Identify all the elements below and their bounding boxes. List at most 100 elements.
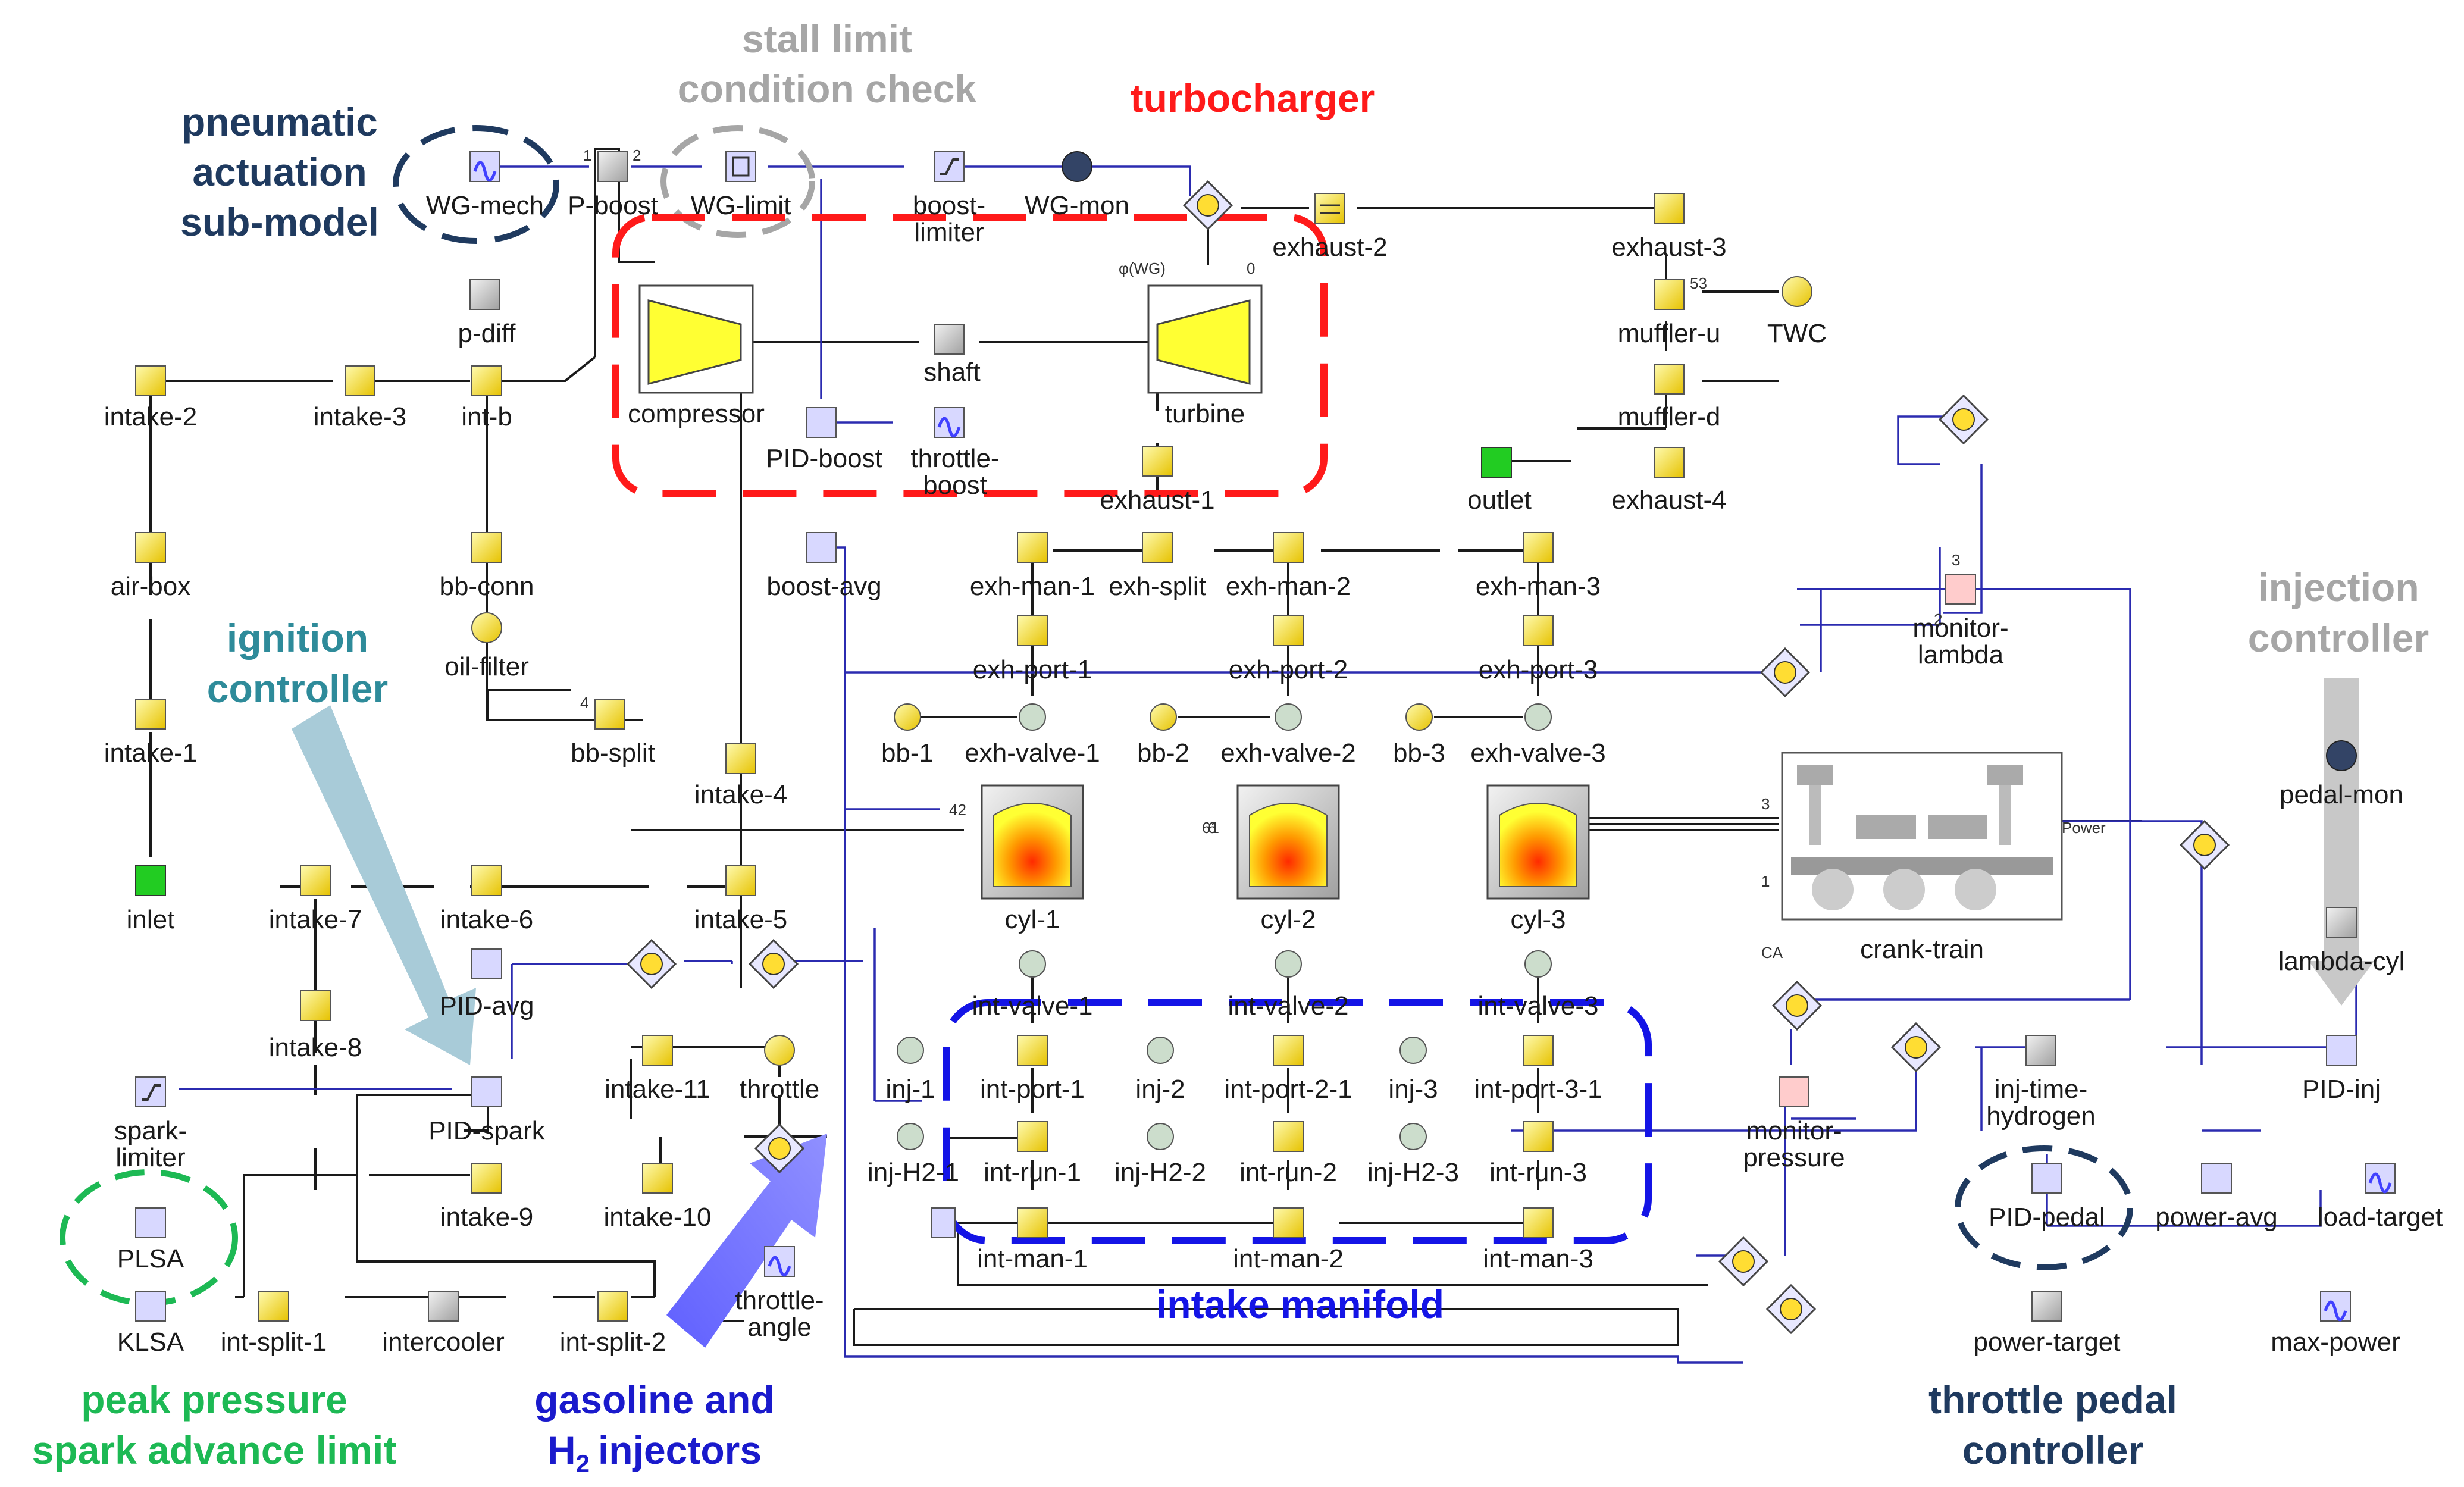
intake-6-block[interactable]	[471, 865, 502, 896]
cyl-2-block[interactable]	[1236, 784, 1340, 900]
ca-sensor-block[interactable]	[1771, 980, 1823, 1031]
load-target-block[interactable]	[2365, 1163, 2396, 1194]
intake-4-block[interactable]	[725, 743, 756, 774]
exhaust-2-block[interactable]	[1314, 193, 1345, 224]
wg-valve-block[interactable]	[1182, 180, 1233, 231]
spark-limiter-block[interactable]	[135, 1076, 166, 1107]
lambda-sensor-block[interactable]	[1759, 647, 1811, 698]
wg-mech-block[interactable]	[469, 151, 500, 182]
ignition-sensor-b[interactable]	[748, 938, 799, 990]
pid-avg-block[interactable]	[471, 948, 502, 979]
inj-h2-3-block[interactable]	[1399, 1123, 1427, 1150]
exh-valve-1-block[interactable]	[1019, 703, 1046, 731]
power-avg-block[interactable]	[2201, 1163, 2232, 1194]
pid-pedal-block[interactable]	[2031, 1163, 2062, 1194]
manifold-end-block[interactable]	[931, 1207, 956, 1238]
intercooler-block[interactable]	[428, 1291, 459, 1322]
exh-split-block[interactable]	[1142, 532, 1173, 563]
throttle-sensor-block[interactable]	[754, 1123, 805, 1174]
inj-time-hydrogen-block[interactable]	[2025, 1035, 2056, 1066]
intake-7-block[interactable]	[300, 865, 331, 896]
pid-boost-block[interactable]	[806, 407, 837, 438]
intake-9-block[interactable]	[471, 1163, 502, 1194]
exh-valve-2-block[interactable]	[1275, 703, 1302, 731]
exh-port-1-block[interactable]	[1017, 615, 1048, 646]
intake-5-block[interactable]	[725, 865, 756, 896]
oil-filter-block[interactable]	[471, 612, 502, 643]
wg-mon-block[interactable]	[1062, 151, 1092, 182]
exh-man-2-block[interactable]	[1273, 532, 1304, 563]
bb-1-block[interactable]	[894, 703, 921, 731]
int-split-1-block[interactable]	[258, 1291, 289, 1322]
bb-3-block[interactable]	[1405, 703, 1433, 731]
pressure-sensor-b[interactable]	[1765, 1283, 1817, 1335]
ignition-sensor-a[interactable]	[626, 938, 677, 990]
int-port-2-1-block[interactable]	[1273, 1035, 1304, 1066]
intake-8-block[interactable]	[300, 990, 331, 1021]
int-run-3-block[interactable]	[1523, 1121, 1554, 1152]
pedal-mon-block[interactable]	[2326, 740, 2357, 771]
injection-sensor-block[interactable]	[1890, 1022, 1942, 1073]
inj-h2-1-block[interactable]	[897, 1123, 924, 1150]
int-port-1-block[interactable]	[1017, 1035, 1048, 1066]
cyl-3-block[interactable]	[1486, 784, 1590, 900]
throttle-angle-block[interactable]	[764, 1246, 795, 1277]
throttle-block[interactable]	[764, 1035, 795, 1066]
outlet-block[interactable]	[1481, 447, 1512, 478]
int-man-2-block[interactable]	[1273, 1207, 1304, 1238]
int-run-1-block[interactable]	[1017, 1121, 1048, 1152]
p-diff-block[interactable]	[469, 279, 500, 310]
int-man-3-block[interactable]	[1523, 1207, 1554, 1238]
shaft-block[interactable]	[934, 324, 965, 355]
int-valve-2-block[interactable]	[1275, 950, 1302, 978]
max-power-block[interactable]	[2320, 1291, 2351, 1322]
twc-block[interactable]	[1782, 276, 1812, 307]
int-man-1-block[interactable]	[1017, 1207, 1048, 1238]
int-port-3-1-block[interactable]	[1523, 1035, 1554, 1066]
cyl-1-block[interactable]	[981, 784, 1084, 900]
throttle-boost-block[interactable]	[934, 407, 965, 438]
turbine-block[interactable]	[1147, 284, 1263, 394]
twc-sensor-block[interactable]	[1938, 394, 1989, 445]
bb-split-block[interactable]	[594, 699, 625, 730]
boost-limiter-block[interactable]	[934, 151, 965, 182]
air-box-block[interactable]	[135, 532, 166, 563]
pid-inj-block[interactable]	[2326, 1035, 2357, 1066]
int-b-block[interactable]	[471, 365, 502, 396]
muffler-u-block[interactable]	[1654, 279, 1685, 310]
power-sensor-block[interactable]	[2179, 819, 2230, 871]
exhaust-1-block[interactable]	[1142, 446, 1173, 477]
bb-conn-block[interactable]	[471, 532, 502, 563]
muffler-d-block[interactable]	[1654, 364, 1685, 395]
exh-man-1-block[interactable]	[1017, 532, 1048, 563]
exh-port-2-block[interactable]	[1273, 615, 1304, 646]
inlet-block[interactable]	[135, 865, 166, 896]
exh-man-3-block[interactable]	[1523, 532, 1554, 563]
inj-3-block[interactable]	[1399, 1037, 1427, 1064]
inj-h2-2-block[interactable]	[1147, 1123, 1174, 1150]
monitor-pressure-block[interactable]	[1779, 1076, 1809, 1107]
inj-1-block[interactable]	[897, 1037, 924, 1064]
intake-10-block[interactable]	[642, 1163, 673, 1194]
exh-valve-3-block[interactable]	[1524, 703, 1552, 731]
exhaust-3-block[interactable]	[1654, 193, 1685, 224]
intake-2-block[interactable]	[135, 365, 166, 396]
inj-2-block[interactable]	[1147, 1037, 1174, 1064]
p-boost-block[interactable]	[597, 151, 628, 182]
plsa-block[interactable]	[135, 1207, 166, 1238]
intake-3-block[interactable]	[345, 365, 375, 396]
monitor-lambda-block[interactable]	[1945, 574, 1976, 605]
boost-avg-block[interactable]	[806, 532, 837, 563]
int-valve-1-block[interactable]	[1019, 950, 1046, 978]
int-run-2-block[interactable]	[1273, 1121, 1304, 1152]
exhaust-4-block[interactable]	[1654, 447, 1685, 478]
crank-train-block[interactable]	[1781, 752, 2063, 921]
intake-11-block[interactable]	[642, 1035, 673, 1066]
wg-limit-block[interactable]	[725, 151, 756, 182]
bb-2-block[interactable]	[1150, 703, 1177, 731]
pid-spark-block[interactable]	[471, 1076, 502, 1107]
compressor-block[interactable]	[638, 284, 754, 394]
intake-1-block[interactable]	[135, 699, 166, 730]
power-target-block[interactable]	[2031, 1291, 2062, 1322]
exh-port-3-block[interactable]	[1523, 615, 1554, 646]
